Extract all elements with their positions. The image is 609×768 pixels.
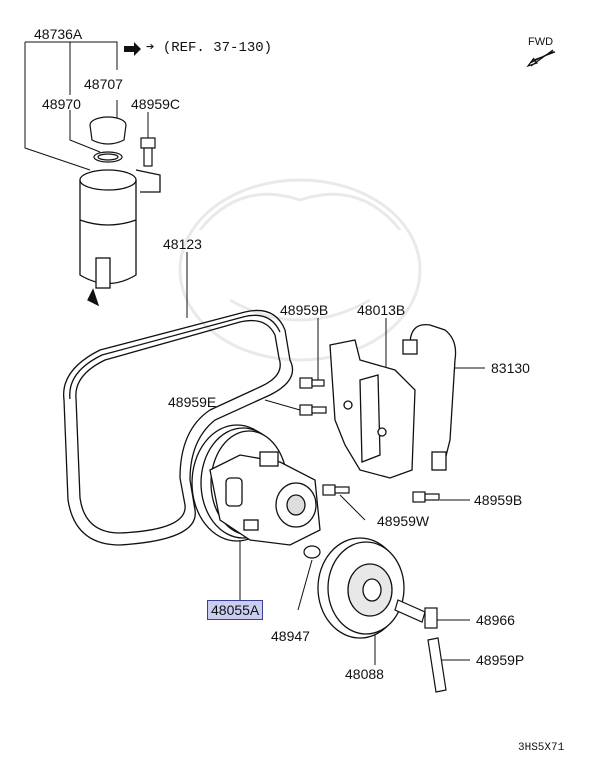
bolt-48966 (394, 599, 438, 629)
pressure-switch-83130 (402, 324, 457, 471)
fwd-label: FWD (528, 36, 554, 48)
label-83130: 83130 (491, 360, 530, 376)
bolt-48959c (140, 137, 156, 167)
label-48736a: 48736A (34, 26, 83, 42)
label-48959w: 48959W (377, 513, 430, 529)
idler-pulley (317, 537, 405, 639)
ref-note: ➔ (REF. 37-130) (146, 40, 273, 56)
reservoir (79, 169, 161, 307)
diagram-code: 3HS5X71 (518, 742, 565, 754)
label-48947: 48947 (271, 628, 310, 644)
label-48959b-top: 48959B (280, 302, 329, 318)
fwd-arrow (526, 49, 556, 68)
bolts (299, 377, 440, 559)
label-48088: 48088 (345, 666, 384, 682)
label-48055a-highlighted[interactable]: 48055A (207, 600, 264, 620)
label-48123: 48123 (163, 236, 202, 252)
label-48970: 48970 (42, 96, 81, 112)
leader-lines (24, 41, 485, 665)
ref-arrow (124, 42, 141, 56)
label-48959b-right: 48959B (474, 492, 523, 508)
bracket-48013b (329, 339, 416, 479)
label-48707: 48707 (84, 76, 123, 92)
watermark-logo (178, 178, 422, 362)
stud-48959p (427, 637, 447, 693)
label-48959e: 48959E (168, 394, 217, 410)
reservoir-cap (89, 116, 127, 163)
label-48013b: 48013B (357, 302, 406, 318)
drive-belt (63, 309, 294, 546)
power-steering-pump (209, 451, 321, 546)
label-48959p: 48959P (476, 652, 525, 668)
label-48966: 48966 (476, 612, 515, 628)
label-48959c: 48959C (131, 96, 181, 112)
